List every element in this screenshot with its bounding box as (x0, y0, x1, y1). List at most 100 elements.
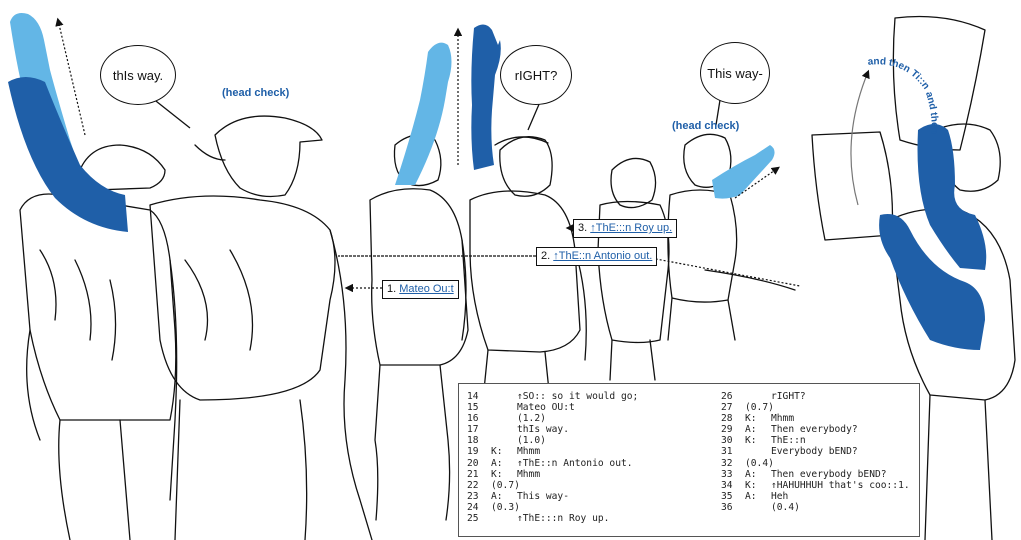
utterance: Then everybody? (771, 424, 858, 436)
utterance: Mhmm (517, 446, 541, 458)
figure-cap-person (149, 115, 373, 540)
speaker: A: (745, 468, 757, 480)
transcript-line: 36 (0.4) (721, 502, 910, 513)
line-number: 22 (467, 479, 479, 491)
speaker: K: (491, 446, 503, 458)
arrow-curved-folder (850, 69, 870, 206)
line-number: 34 (721, 479, 733, 491)
line-number: 31 (721, 446, 733, 458)
speaker: K: (491, 468, 503, 480)
utterance: ↑SO:: so it would go; (517, 391, 639, 402)
utterance: Everybody bEND? (771, 446, 858, 458)
speaker: (0.3) (491, 501, 520, 513)
arm-roy-dark (471, 24, 501, 171)
speech-bubble-this-way-2: This way- (700, 42, 770, 104)
line-number: 21 (467, 468, 479, 480)
transcript-line: 14 ↑SO:: so it would go; (467, 391, 638, 402)
arm-pointing-light (712, 145, 775, 199)
speech-bubble-right: rIGHT? (500, 45, 572, 105)
arm-folder-dark-1 (917, 124, 987, 270)
utterance: (1.2) (517, 413, 546, 425)
transcript-line: 16 (1.2) (467, 413, 638, 424)
utterance: This way- (517, 490, 569, 502)
line-number: 20 (467, 457, 479, 469)
utterance: thIs way. (517, 424, 569, 436)
utterance: Mhmm (771, 413, 795, 425)
callout-number: 1. (387, 283, 397, 295)
line-number: 27 (721, 402, 733, 414)
line-number: 36 (721, 501, 733, 513)
line-number: 14 (467, 391, 479, 402)
transcript-line: 28 K: Mhmm (721, 413, 910, 424)
line-number: 32 (721, 457, 733, 469)
speaker: (0.4) (745, 457, 774, 469)
utterance: ↑ThE:::n Roy up. (517, 513, 610, 525)
arm-highlights (8, 13, 987, 350)
speaker: (0.7) (745, 402, 774, 414)
speaker: A: (745, 490, 757, 502)
callout-text: Mateo Ou:t (399, 283, 454, 295)
transcript-line: 20 A: ↑ThE::n Antonio out. (467, 458, 638, 469)
line-number: 28 (721, 413, 733, 425)
utterance: (1.0) (517, 435, 546, 447)
utterance: Then everybody bEND? (771, 468, 887, 480)
callout-roy-up: 3. ↑ThE:::n Roy up. (573, 219, 678, 238)
speaker: (0.7) (491, 479, 520, 491)
head-check-label-left: (head check) (222, 87, 290, 99)
utterance: Heh (771, 490, 789, 502)
utterance: ↑ThE::n Antonio out. (517, 457, 633, 469)
figure-antonio (369, 134, 469, 521)
transcript-line: 35 A: Heh (721, 491, 910, 502)
bubble-pointer-3 (715, 99, 721, 126)
speaker: K: (745, 435, 757, 447)
line-number: 30 (721, 435, 733, 447)
line-number: 29 (721, 424, 733, 436)
arm-mateo-dark (8, 77, 128, 232)
transcript-line: 25↑ThE:::n Roy up. (467, 513, 638, 524)
speaker: K: (745, 413, 757, 425)
callout-number: 3. (578, 222, 588, 234)
line-number: 18 (467, 435, 479, 447)
figure-bearded (597, 157, 670, 381)
speaker: A: (491, 490, 503, 502)
line-number: 15 (467, 402, 479, 414)
callout-mateo-out: 1. Mateo Ou:t (382, 280, 459, 299)
curved-label: and then Ti::n and then (867, 56, 939, 134)
transcript-line: 21 K: Mhmm (467, 469, 638, 480)
callout-antonio-out: 2. ↑ThE::n Antonio out. (536, 247, 658, 266)
arm-folder-dark-2 (879, 214, 985, 350)
speaker: A: (491, 457, 503, 469)
line-number: 33 (721, 468, 733, 480)
transcript-line: 31 Everybody bEND? (721, 446, 910, 457)
transcript-line: 19 K: Mhmm (467, 446, 638, 457)
utterance: rIGHT? (771, 391, 806, 402)
transcript-line: 18 (1.0) (467, 435, 638, 446)
utterance: Mhmm (517, 468, 541, 480)
arm-antonio-light (395, 42, 452, 186)
figure-pointing (667, 133, 796, 341)
transcript-line: 22 (0.7) (467, 480, 638, 491)
transcript-line: 30 K: ThE::n (721, 435, 910, 446)
utterance: (0.4) (771, 501, 800, 513)
callout-text: ↑ThE::n Antonio out. (553, 250, 653, 262)
callout-number: 2. (541, 250, 551, 262)
bubble-pointer-2 (527, 101, 541, 131)
utterance: ThE::n (771, 435, 806, 447)
line-number: 16 (467, 413, 479, 425)
line-number: 19 (467, 446, 479, 458)
transcript-line: 32 (0.4) (721, 458, 910, 469)
line-number: 35 (721, 490, 733, 502)
speaker: K: (745, 479, 757, 491)
line-number: 24 (467, 501, 479, 513)
head-check-label-right: (head check) (672, 120, 740, 132)
transcript-line: 27 (0.7) (721, 402, 910, 413)
speech-bubble-this-way: thIs way. (100, 45, 176, 105)
